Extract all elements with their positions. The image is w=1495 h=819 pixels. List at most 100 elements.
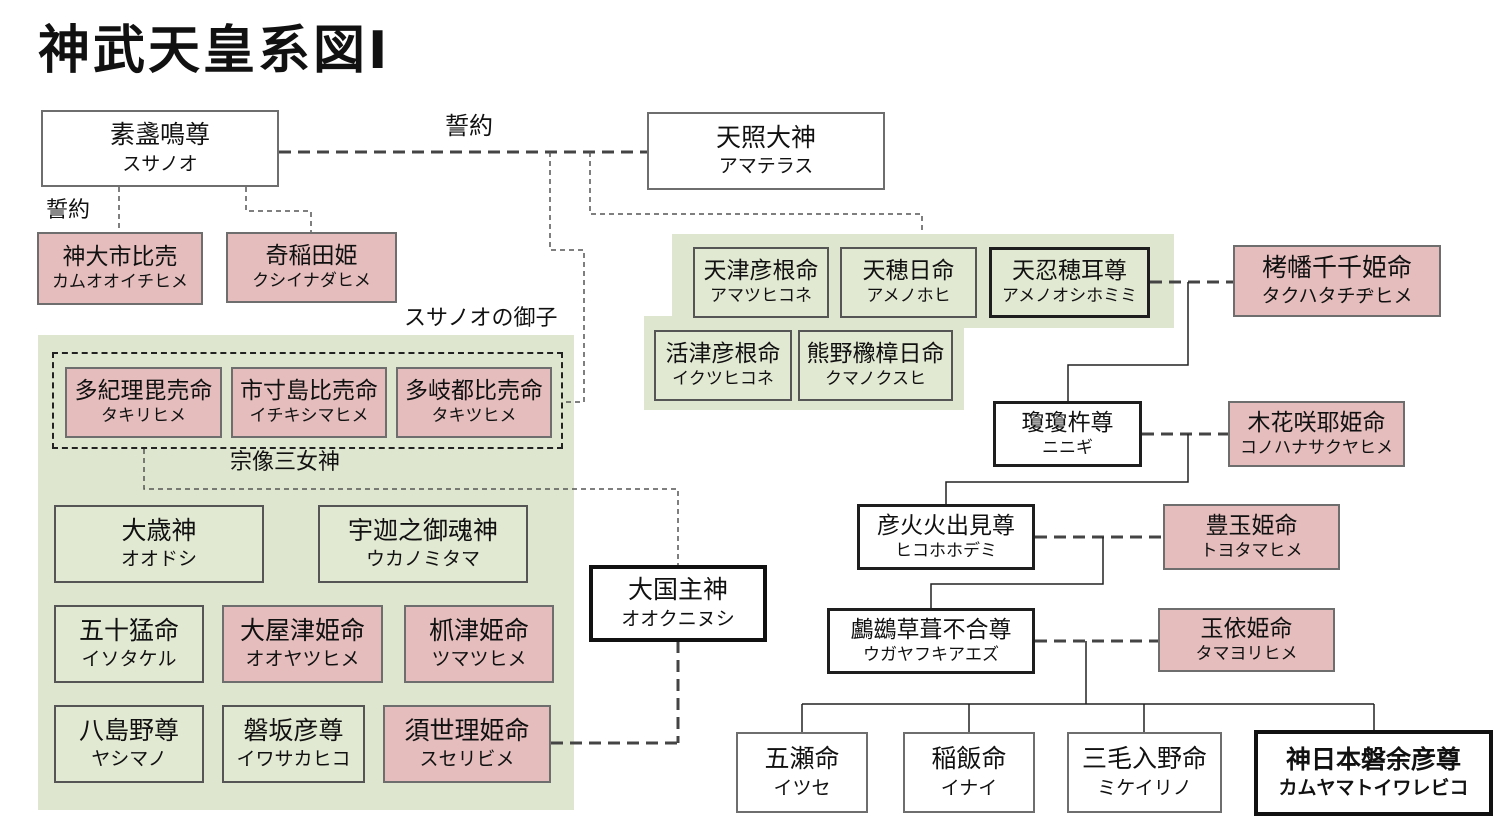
- person-kanji: 市寸島比売命: [240, 378, 378, 404]
- person-kanji: 天穂日命: [862, 258, 955, 284]
- person-kanji: 彦火火出見尊: [877, 512, 1015, 539]
- person-kanji: 鸕鷀草葺不合尊: [850, 616, 1012, 643]
- person-kana: イワサカヒコ: [236, 748, 351, 771]
- person-kanji: 木花咲耶姫命: [1247, 409, 1386, 436]
- person-kana: スセリビメ: [419, 748, 515, 771]
- person-kana: ヒコホホデミ: [895, 540, 997, 561]
- person-box-yashimano: 八島野尊 ヤシマノ: [54, 705, 204, 783]
- person-kana: アメノホヒ: [866, 286, 951, 307]
- person-box-toyotama: 豊玉姫命 トヨタマヒメ: [1163, 504, 1340, 570]
- person-kana: イソタケル: [81, 648, 177, 671]
- person-kana: アマツヒコネ: [710, 286, 812, 307]
- person-kana: ミケイリノ: [1097, 776, 1192, 799]
- person-kanji: 五十猛命: [78, 615, 179, 645]
- person-kanji: 素盞鳴尊: [109, 120, 210, 150]
- person-kanji: 枛津姫命: [428, 615, 529, 645]
- person-kana: ウガヤフキアエズ: [863, 644, 999, 665]
- person-kana: クマノクスヒ: [825, 369, 926, 390]
- person-box-amatsuhikone: 天津彦根命 アマツヒコネ: [693, 247, 829, 318]
- person-kanji: 玉依姫命: [1200, 615, 1293, 642]
- person-box-okuninushi: 大国主神 オオクニヌシ: [589, 565, 767, 642]
- person-kana: スサノオ: [122, 152, 198, 175]
- person-kana: ニニギ: [1042, 437, 1093, 458]
- person-kanji: 天照大神: [715, 122, 816, 152]
- person-box-takuhatachiji: 栲幡千千姫命 タクハタチヂヒメ: [1233, 245, 1441, 317]
- person-box-inai: 稲飯命 イナイ: [903, 732, 1035, 813]
- person-kana: イチキシマヒメ: [249, 406, 369, 427]
- person-kana: タキツヒメ: [431, 406, 517, 427]
- person-kanji: 八島野尊: [78, 715, 179, 745]
- person-kanji: 神大市比売: [62, 244, 178, 270]
- munakata-label: 宗像三女神: [230, 450, 341, 475]
- person-kanji: 豊玉姫命: [1205, 512, 1298, 539]
- person-kana: コノハナサクヤヒメ: [1240, 437, 1393, 458]
- person-kanji: 大歳神: [121, 515, 197, 545]
- person-kanji: 多岐都比売命: [405, 378, 543, 404]
- person-kanji: 大屋津姫命: [239, 615, 365, 645]
- person-kana: クシイナダヒメ: [252, 271, 371, 292]
- person-box-oyatsuhime: 大屋津姫命 オオヤツヒメ: [222, 605, 383, 683]
- person-kanji: 三毛入野命: [1081, 744, 1207, 774]
- person-box-tamayori: 玉依姫命 タマヨリヒメ: [1158, 608, 1335, 672]
- person-box-iwasakahiko: 磐坂彦尊 イワサカヒコ: [222, 705, 365, 783]
- person-box-ikutsuhikone: 活津彦根命 イクツヒコネ: [654, 330, 792, 401]
- person-box-amaterasu: 天照大神 アマテラス: [647, 112, 885, 190]
- person-box-mikeirino: 三毛入野命 ミケイリノ: [1067, 732, 1222, 813]
- person-box-kushinada: 奇稲田姫 クシイナダヒメ: [226, 232, 397, 303]
- munakata-group-outline: [52, 352, 563, 449]
- person-kanji: 天忍穂耳尊: [1012, 258, 1127, 284]
- person-kana: タキリヒメ: [101, 406, 186, 427]
- person-kana: トヨタマヒメ: [1200, 540, 1303, 561]
- person-kanji: 栲幡千千姫命: [1261, 252, 1412, 282]
- person-kanji: 大国主神: [627, 575, 728, 605]
- person-kanji: 奇稲田姫: [265, 243, 358, 269]
- person-box-ichikishima: 市寸島比売命 イチキシマヒメ: [231, 367, 387, 438]
- person-box-ukanomitama: 宇迦之御魂神 ウカノミタマ: [318, 505, 528, 583]
- person-kana: タクハタチヂヒメ: [1261, 285, 1413, 308]
- person-kana: オオヤツヒメ: [245, 648, 360, 671]
- person-kanji: 天津彦根命: [703, 258, 819, 284]
- person-kana: オオドシ: [120, 548, 197, 571]
- person-kana: ヤシマノ: [91, 748, 167, 771]
- person-kana: アマテラス: [718, 155, 814, 178]
- person-box-isotakeru: 五十猛命 イソタケル: [54, 605, 204, 683]
- person-box-tsumatsuhime: 枛津姫命 ツマツヒメ: [404, 605, 554, 683]
- person-kana: イナイ: [940, 776, 998, 799]
- person-box-susanoo: 素盞鳴尊 スサノオ: [41, 110, 279, 187]
- person-box-amenohohi: 天穂日命 アメノホヒ: [840, 247, 977, 318]
- person-kana: ツマツヒメ: [431, 648, 527, 671]
- person-box-suseribime: 須世理姫命 スセリビメ: [383, 705, 551, 783]
- person-box-otoshi: 大歳神 オオドシ: [54, 505, 264, 583]
- oath-label-left: 誓約: [46, 198, 91, 223]
- person-box-tagiri: 多紀理毘売命 タキリヒメ: [65, 367, 222, 438]
- person-box-itsuse: 五瀬命 イツセ: [736, 732, 868, 813]
- person-kana: ウカノミタマ: [365, 548, 480, 571]
- person-kana: イツセ: [773, 776, 831, 799]
- person-box-kamuoichi: 神大市比売 カムオオイチヒメ: [37, 232, 203, 305]
- person-box-konohanasakuya: 木花咲耶姫命 コノハナサクヤヒメ: [1228, 401, 1405, 467]
- person-kanji: 神日本磐余彦尊: [1285, 744, 1461, 774]
- person-kanji: 須世理姫命: [404, 715, 530, 745]
- person-kanji: 瓊瓊杵尊: [1021, 409, 1114, 436]
- person-kanji: 稲飯命: [931, 744, 1007, 774]
- person-kanji: 熊野櫲樟日命: [806, 341, 945, 367]
- person-box-ninigi: 瓊瓊杵尊 ニニギ: [993, 401, 1142, 467]
- person-kanji: 活津彦根命: [665, 341, 781, 367]
- person-box-tagitsu: 多岐都比売命 タキツヒメ: [396, 367, 552, 438]
- page-title: 神武天皇系図Ⅰ: [38, 21, 391, 81]
- person-kanji: 五瀬命: [764, 744, 840, 774]
- oath-label-top: 誓約: [445, 112, 493, 140]
- person-kanji: 多紀理毘売命: [74, 378, 213, 404]
- person-box-ugayafukiaezu: 鸕鷀草葺不合尊 ウガヤフキアエズ: [827, 608, 1035, 674]
- person-box-hohodemi: 彦火火出見尊 ヒコホホデミ: [857, 504, 1035, 570]
- person-kanji: 磐坂彦尊: [243, 715, 344, 745]
- person-box-jinmu: 神日本磐余彦尊 カムヤマトイワレビコ: [1254, 730, 1493, 816]
- person-kana: イクツヒコネ: [672, 369, 774, 390]
- person-kana: オオクニヌシ: [621, 607, 735, 630]
- susanoo-children-label: スサノオの御子: [404, 306, 558, 331]
- person-kana: カムヤマトイワレビコ: [1278, 777, 1469, 800]
- person-box-kumanokusubi: 熊野櫲樟日命 クマノクスヒ: [798, 330, 953, 401]
- person-kana: タマヨリヒメ: [1195, 643, 1298, 664]
- person-kana: カムオオイチヒメ: [52, 272, 188, 293]
